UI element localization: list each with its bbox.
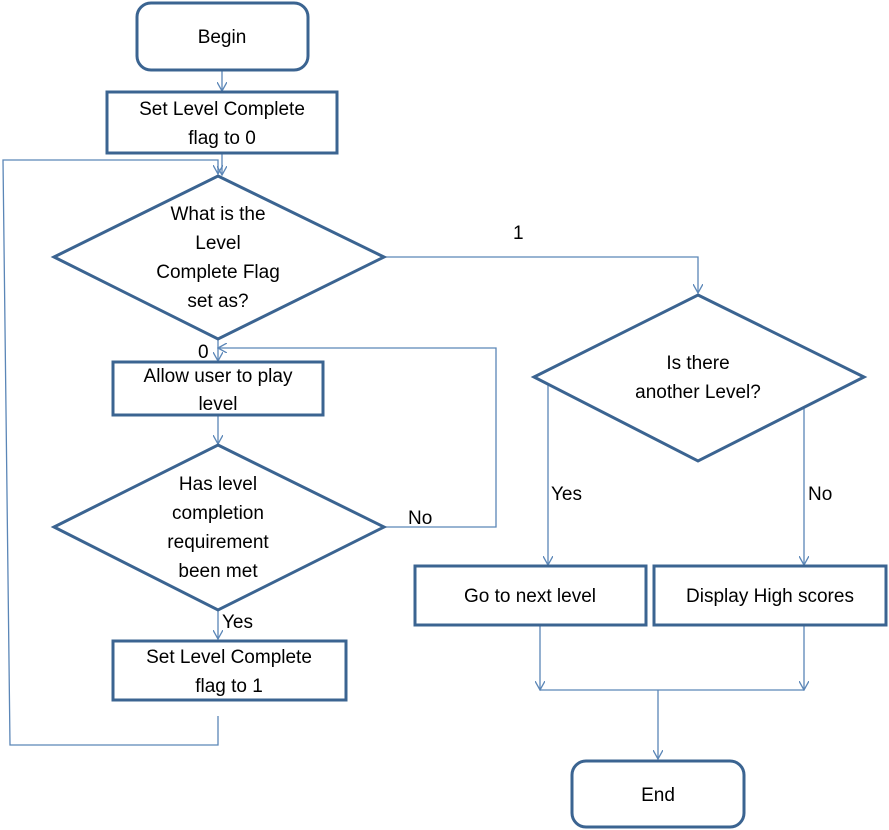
decision-flag-diamond-shape [50, 174, 388, 341]
begin-terminal-shape [135, 1, 310, 72]
decision-another-label-line-1: Is there [666, 353, 729, 374]
next-level-label: Go to next level [464, 586, 596, 607]
edge-label-flag-is-0: 0 [198, 342, 209, 363]
edge-label-requirement-no: No [408, 508, 432, 529]
decision-another-diamond-shape [530, 293, 868, 463]
decision-complete-diamond-shape [50, 443, 388, 612]
connector-no-loop-to-allow-play [218, 348, 497, 528]
node-set-flag-1: Set Level Complete flag to 1 [111, 639, 348, 702]
decision-flag-label-line-4: set as? [187, 291, 248, 312]
allow-play-label-line-1: Allow user to play [144, 366, 293, 387]
node-end: End [570, 759, 746, 829]
set-flag-1-label-line-2: flag to 1 [195, 676, 263, 697]
edge-labels: 1 0 No Yes Yes No [198, 223, 832, 633]
decision-flag-label-line-2: Level [195, 233, 240, 254]
allow-play-label-line-2: level [198, 394, 237, 415]
node-next-level: Go to next level [413, 564, 648, 627]
set-flag-0-process-shape [105, 90, 339, 155]
node-decision-flag: What is the Level Complete Flag set as? [50, 174, 388, 341]
connector-loop-back-to-decision-flag [2, 159, 218, 746]
node-decision-another: Is there another Level? [530, 293, 868, 463]
high-scores-process-shape [652, 564, 888, 627]
decision-flag-label-line-1: What is the [170, 204, 265, 225]
decision-complete-label-line-3: requirement [167, 532, 269, 553]
set-flag-1-label-line-1: Set Level Complete [146, 647, 312, 668]
end-label: End [641, 785, 675, 806]
node-decision-complete: Has level completion requirement been me… [50, 443, 388, 612]
node-begin: Begin [135, 1, 310, 72]
high-scores-label: Display High scores [686, 586, 854, 607]
decision-complete-label-line-2: completion [172, 503, 264, 524]
edge-label-another-yes: Yes [551, 484, 582, 505]
node-allow-play: Allow user to play level [111, 360, 325, 417]
edge-label-requirement-yes: Yes [222, 612, 253, 633]
decision-complete-label-line-4: been met [178, 561, 258, 582]
node-set-flag-0: Set Level Complete flag to 0 [105, 90, 339, 155]
set-flag-0-label-line-1: Set Level Complete [139, 99, 305, 120]
decision-another-label-line-2: another Level? [635, 382, 761, 403]
allow-play-process-shape [111, 360, 325, 417]
set-flag-1-process-shape [111, 639, 348, 702]
node-high-scores: Display High scores [652, 564, 888, 627]
edge-label-another-no: No [808, 484, 832, 505]
set-flag-0-label-line-2: flag to 0 [188, 128, 256, 149]
connectors [2, 71, 804, 759]
decision-complete-label-line-1: Has level [179, 474, 257, 495]
edge-label-flag-is-1: 1 [513, 223, 524, 244]
end-terminal-shape [570, 759, 746, 829]
connector-decision-flag-to-decision-another [384, 256, 698, 293]
decision-flag-label-line-3: Complete Flag [156, 262, 280, 283]
begin-label: Begin [198, 27, 247, 48]
next-level-process-shape [413, 564, 648, 627]
